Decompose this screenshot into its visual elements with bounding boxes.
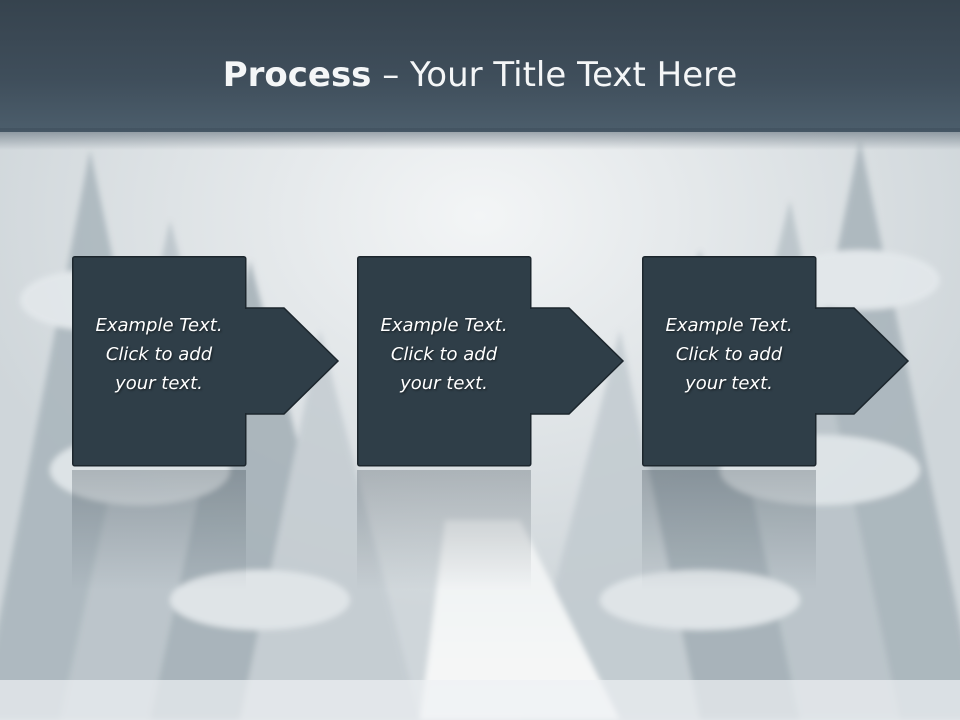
- title-bold: Process: [222, 55, 372, 95]
- slide-title[interactable]: Process – Your Title Text Here: [0, 52, 960, 98]
- step-3-arrow: [814, 307, 910, 415]
- step-3-line-1: Example Text.: [665, 315, 793, 336]
- step-1-line-2: Click to add: [105, 344, 213, 365]
- step-3-text[interactable]: Example Text. Click to add your text.: [642, 311, 816, 398]
- step-1-text[interactable]: Example Text. Click to add your text.: [72, 311, 246, 398]
- step-3-line-3: your text.: [685, 373, 773, 394]
- step-2-line-2: Click to add: [390, 344, 498, 365]
- process-step-1[interactable]: Example Text. Click to add your text.: [72, 256, 350, 468]
- step-2-arrow: [529, 307, 625, 415]
- title-bar: [0, 0, 960, 132]
- step-1-arrow: [244, 307, 340, 415]
- step-3-reflection: [642, 470, 816, 590]
- step-1-line-1: Example Text.: [95, 315, 223, 336]
- process-step-3[interactable]: Example Text. Click to add your text.: [642, 256, 920, 468]
- step-1-line-3: your text.: [115, 373, 203, 394]
- step-2-line-1: Example Text.: [380, 315, 508, 336]
- step-1-shape: [72, 256, 340, 467]
- step-3-shape: [642, 256, 910, 467]
- step-2-line-3: your text.: [400, 373, 488, 394]
- step-2-text[interactable]: Example Text. Click to add your text.: [357, 311, 531, 398]
- process-step-2[interactable]: Example Text. Click to add your text.: [357, 256, 635, 468]
- step-3-line-2: Click to add: [675, 344, 783, 365]
- step-2-reflection: [357, 470, 531, 590]
- title-bar-shadow: [0, 128, 960, 150]
- title-rest: – Your Title Text Here: [371, 55, 738, 95]
- step-2-shape: [357, 256, 625, 467]
- step-1-reflection: [72, 470, 246, 590]
